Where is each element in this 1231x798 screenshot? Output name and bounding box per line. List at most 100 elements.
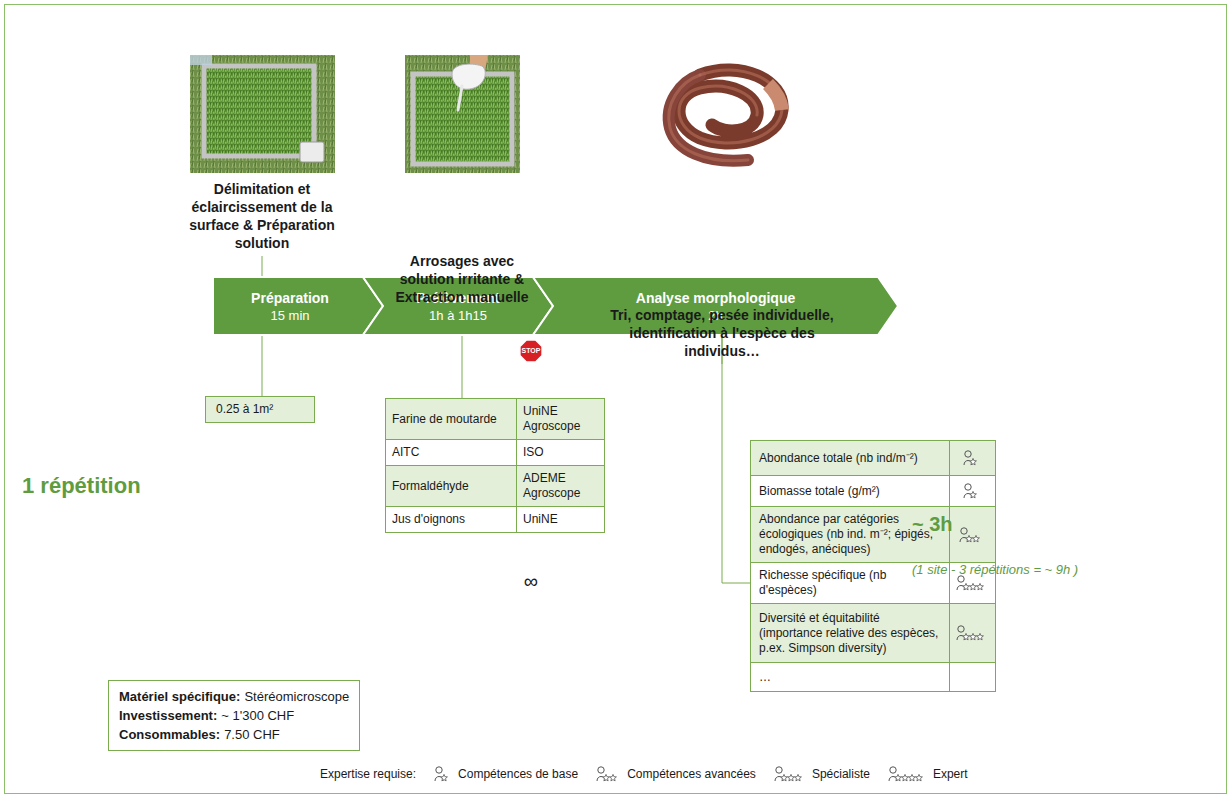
star xyxy=(915,774,922,781)
star xyxy=(780,774,787,781)
person-head xyxy=(436,767,442,773)
expertise-icon xyxy=(956,624,990,642)
figure-frame xyxy=(5,5,1227,794)
table-cell: Biomasse totale (g/m²) xyxy=(751,476,949,506)
stage-duration: 15 min xyxy=(270,307,309,324)
worm-highlight xyxy=(669,75,748,161)
table-cell: … xyxy=(751,663,949,691)
expertise-icon xyxy=(774,765,808,783)
star xyxy=(976,583,983,590)
star xyxy=(976,633,983,640)
indicator-name: Abondance totale (nb ind/m⁻²) xyxy=(759,451,918,466)
material-key: Consommables: xyxy=(119,725,220,744)
table-cell: Farine de moutarde xyxy=(386,399,516,439)
legend-text: Expert xyxy=(933,767,968,782)
indicator-row: Biomasse totale (g/m²) xyxy=(750,475,996,507)
legend-text: Compétences avancées xyxy=(627,767,756,782)
indicator-name: Diversité et équitabilité (importance re… xyxy=(759,611,941,656)
table-cell: AITC xyxy=(386,440,516,465)
table-cell: Formaldéhyde xyxy=(386,466,516,506)
method-name: Formaldéhyde xyxy=(392,479,469,494)
legend-item: Spécialiste xyxy=(774,765,870,783)
connector-line xyxy=(462,335,463,398)
glove xyxy=(452,64,485,89)
star xyxy=(969,458,976,465)
table-cell: ADEME Agroscope xyxy=(516,466,604,506)
person-head xyxy=(776,767,782,773)
method-row: AITC ISO xyxy=(385,439,605,466)
indicator-row: Abondance par catégories écologiques (nb… xyxy=(750,506,996,563)
connector-line xyxy=(722,335,750,583)
indicator-row: Diversité et équitabilité (importance re… xyxy=(750,603,996,663)
total-duration: ~ 3h xyxy=(912,512,1231,536)
table-cell: UniNE Agroscope xyxy=(516,399,604,439)
expertise-icon xyxy=(963,449,983,467)
indicator-row: … xyxy=(750,662,996,692)
tweezers xyxy=(458,86,462,110)
stop-sign: STOP xyxy=(518,338,544,364)
star xyxy=(441,774,448,781)
icon-cell xyxy=(949,476,995,506)
star xyxy=(962,583,969,590)
legend-item: Compétences avancées xyxy=(596,765,756,783)
legend-text: Spécialiste xyxy=(812,767,870,782)
step-caption: Délimitation et éclaircissement de la su… xyxy=(188,180,336,252)
method-source: ISO xyxy=(523,445,544,460)
chevron-shape xyxy=(213,277,383,335)
star xyxy=(962,633,969,640)
area-box: 0.25 à 1m² xyxy=(205,396,315,423)
step-caption: Tri, comptage, pesée individuelle, ident… xyxy=(602,306,842,360)
area-value: 0.25 à 1m² xyxy=(216,402,304,417)
metal-frame xyxy=(413,74,512,164)
table-cell: Abondance totale (nb ind/m⁻²) xyxy=(751,441,949,475)
stage-duration: 1h à 1h15 xyxy=(429,307,487,324)
photo-ground xyxy=(405,55,520,173)
method-name: Jus d'oignons xyxy=(392,512,465,527)
star xyxy=(969,633,976,640)
star xyxy=(901,774,908,781)
method-row: Farine de moutarde UniNE Agroscope xyxy=(385,398,605,440)
material-key: Matériel spécifique: xyxy=(119,687,240,706)
chevron-fill xyxy=(213,277,383,335)
star xyxy=(969,491,976,498)
expertise-icon xyxy=(596,765,623,783)
expertise-icon xyxy=(434,765,454,783)
legend: Expertise requise:Compétences de baseCom… xyxy=(320,765,968,783)
material-value: Stéréomicroscope xyxy=(244,687,349,706)
photo-ground xyxy=(190,55,335,173)
star xyxy=(908,774,915,781)
person-head xyxy=(957,626,963,632)
star xyxy=(894,774,901,781)
person-head xyxy=(964,451,970,457)
worm-highlight xyxy=(679,70,782,143)
connectors xyxy=(262,335,750,583)
site-note: (1 site - 3 répétitions = ~ 9h ) xyxy=(912,562,1231,578)
repetition-label: 1 répétition xyxy=(22,473,1231,499)
plot-photo xyxy=(190,55,335,173)
person-head xyxy=(598,767,604,773)
method-row: Formaldéhyde ADEME Agroscope xyxy=(385,465,605,507)
step-caption: Arrosages avec solution irritante & Extr… xyxy=(382,252,542,306)
material-line: Investissement:~ 1'300 CHF xyxy=(119,706,349,725)
extraction-photo xyxy=(405,55,520,173)
star xyxy=(603,774,610,781)
table-cell: Jus d'oignons xyxy=(386,507,516,532)
icon-cell xyxy=(949,604,995,662)
person-head xyxy=(964,484,970,490)
expertise-icon xyxy=(959,526,986,544)
method-source: UniNE Agroscope xyxy=(523,404,598,434)
person-head xyxy=(961,527,967,533)
legend-item: Expert xyxy=(888,765,968,783)
star xyxy=(787,774,794,781)
table-cell: ISO xyxy=(516,440,604,465)
indicator-name: … xyxy=(759,670,771,685)
method-source: UniNE xyxy=(523,512,558,527)
legend-title: Expertise requise: xyxy=(320,767,416,782)
method-name: Farine de moutarde xyxy=(392,412,497,427)
icon-cell xyxy=(949,507,995,562)
stage-title: Préparation xyxy=(251,289,329,307)
expertise-icon xyxy=(888,765,929,783)
earthworm xyxy=(669,70,782,161)
